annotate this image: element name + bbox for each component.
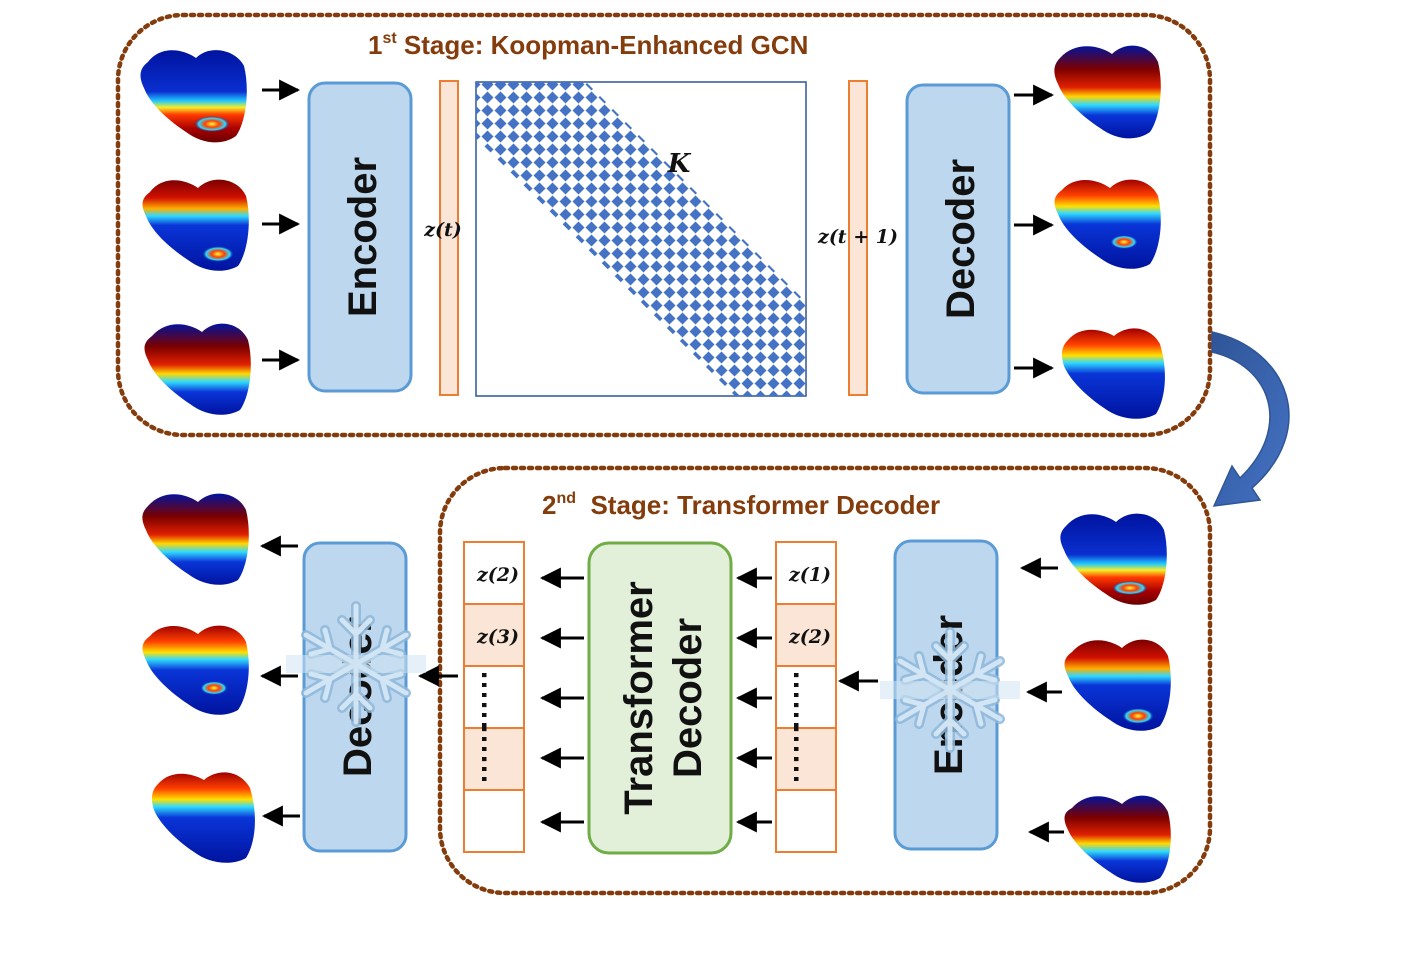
input-token-1: z(1) (788, 564, 831, 586)
input-token-3: ⋯⋯ (780, 670, 813, 730)
stage2-input-token-column (775, 541, 837, 853)
stage1-input-arrows (262, 79, 301, 371)
stage2-transformer-to-tokens-arrows (539, 567, 584, 833)
stage2-output-arrows (259, 535, 300, 827)
input-token-cell-1 (775, 541, 837, 605)
stage1-latent-zt-bar (439, 80, 459, 396)
stage1-decoder-block (905, 83, 1011, 395)
stage2-output-heart-1 (142, 493, 249, 585)
stage1-encoder-block (307, 81, 413, 393)
stage2-output-heart-2 (142, 625, 249, 715)
input-token-cell-3 (775, 665, 837, 729)
stage1-latent-zt1-bar (848, 80, 868, 396)
transformer-decoder-label-line2: Decoder (666, 618, 710, 778)
stage2-output-heart-3 (151, 772, 255, 863)
stage1-latent-zt-label: z(t) (423, 219, 462, 241)
output-token-cell-3 (463, 665, 525, 729)
stage1-latent-zt1-label: z(t + 1) (817, 226, 898, 248)
stage1-input-heart-3 (144, 323, 251, 415)
stage1-output-heart-1 (1054, 45, 1161, 139)
stage2-input-heart-2 (1064, 639, 1171, 731)
input-token-cell-5 (775, 789, 837, 853)
output-token-2: z(3) (476, 626, 519, 648)
transformer-decoder-block (587, 541, 733, 855)
stage2-tokens-to-transformer-arrows (735, 567, 772, 833)
input-token-cell-4 (775, 727, 837, 791)
stage1-output-heart-3 (1061, 328, 1165, 419)
input-token-2: z(2) (788, 626, 831, 648)
stage2-frame (437, 465, 1213, 896)
output-token-cell-5 (463, 789, 525, 853)
output-token-4: ⋯⋯ (468, 724, 501, 784)
stage2-title: 2nd Stage: Transformer Decoder (542, 490, 940, 520)
transformer-decoder-label-line1: Transformer (617, 581, 661, 814)
stage1-output-heart-2 (1054, 179, 1161, 269)
stage1-input-heart-2 (142, 179, 249, 271)
stage1-title: 1st Stage: Koopman-Enhanced GCN (368, 30, 808, 60)
stage1-frame (115, 12, 1213, 438)
stage2-output-token-column (463, 541, 525, 853)
stage-transition-arrow (1211, 331, 1290, 507)
koopman-label: K (667, 149, 692, 179)
stage2-input-heart-1 (1060, 513, 1167, 605)
output-token-3: ⋯⋯ (468, 670, 501, 730)
output-token-1: z(2) (476, 564, 519, 586)
output-token-cell-2 (463, 603, 525, 667)
stage1-output-arrows (1014, 84, 1055, 379)
stage1-encoder-label: Encoder (341, 157, 385, 317)
stage2-input-heart-3 (1064, 795, 1171, 883)
stage2-input-arrows (1019, 557, 1064, 843)
stage1-input-heart-1 (140, 50, 247, 143)
stage1-decoder-label: Decoder (939, 159, 983, 319)
input-token-4: ⋯⋯ (780, 724, 813, 784)
